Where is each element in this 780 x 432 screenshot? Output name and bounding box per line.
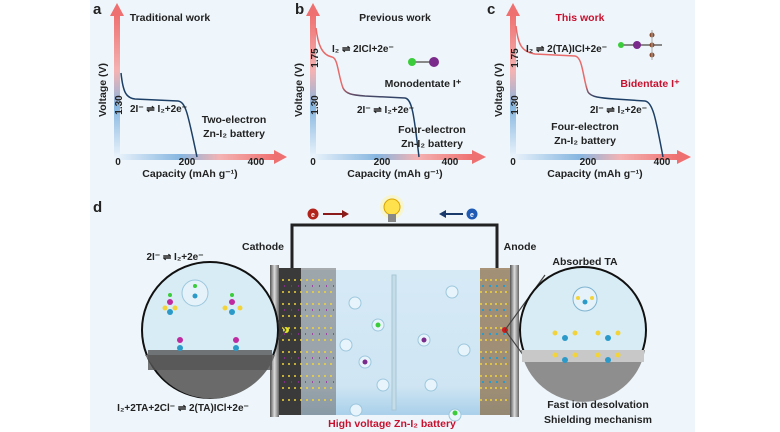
panel-letter: b xyxy=(295,1,304,18)
x-tick: 0 xyxy=(510,157,516,168)
cathode-reaction-bottom: I₂+2TA+2Cl⁻ ⇌ 2(TA)ICl+2e⁻ xyxy=(117,403,249,414)
cathode-magnified-view xyxy=(141,261,279,399)
discharge-curve xyxy=(515,25,664,158)
panel-d: d e e Cathode Anode xyxy=(93,195,652,430)
anode-layers xyxy=(480,268,510,415)
battery-type-line1: Two-electron xyxy=(202,114,267,126)
y-tick: 1.30 xyxy=(310,95,321,115)
panel-b: b Previous work Voltage (V) 1.75 1.30 0 … xyxy=(293,1,486,180)
cathode-label: Cathode xyxy=(242,241,284,253)
bidentate-molecule-icon xyxy=(618,30,662,60)
y-axis-label: Voltage (V) xyxy=(293,63,305,117)
external-circuit-wire xyxy=(290,223,499,268)
panel-d-caption: High voltage Zn-I₂ battery xyxy=(328,418,456,430)
x-tick: 400 xyxy=(654,157,671,168)
x-tick: 400 xyxy=(248,157,265,168)
x-tick: 400 xyxy=(442,157,459,168)
panel-letter: c xyxy=(487,1,495,18)
x-axis-label: Capacity (mAh g⁻¹) xyxy=(347,168,442,180)
discharge-curve xyxy=(120,72,198,158)
anode-current-collector xyxy=(510,265,519,417)
x-axis xyxy=(117,154,275,160)
panel-a: a Traditional work Voltage (V) 1.30 0 20… xyxy=(93,1,287,180)
solvated-ions xyxy=(339,285,471,422)
y-axis-label: Voltage (V) xyxy=(97,63,109,117)
reaction-label: 2I⁻ ⇌ I₂+2e⁻ xyxy=(130,104,187,115)
y-tick: 1.30 xyxy=(510,95,521,115)
species-label: Monodentate I⁺ xyxy=(385,78,462,90)
reaction-high: I₂ ⇌ 2ICl+2e⁻ xyxy=(332,44,394,55)
anode-label: Anode xyxy=(504,241,537,253)
y-tick: 1.75 xyxy=(510,48,521,68)
panel-c: c This work Voltage (V) 1.75 1.30 0 200 … xyxy=(487,1,691,180)
cathode-reaction-top: 2I⁻ ⇌ I₂+2e⁻ xyxy=(146,252,203,263)
x-axis-label: Capacity (mAh g⁻¹) xyxy=(142,168,237,180)
x-tick: 200 xyxy=(179,157,196,168)
battery-type-line1: Four-electron xyxy=(551,121,619,133)
y-axis xyxy=(310,14,316,157)
panel-title: Previous work xyxy=(359,12,431,24)
light-bulb-icon xyxy=(380,195,404,222)
y-axis-arrow xyxy=(110,3,124,16)
x-axis-arrow xyxy=(274,150,287,164)
battery-type-line2: Zn-I₂ battery xyxy=(554,135,616,147)
cathode-layers xyxy=(279,268,336,415)
x-axis-arrow xyxy=(472,150,486,164)
electron-flow-left: e xyxy=(307,208,349,220)
panel-title: This work xyxy=(555,12,604,24)
battery-type-line2: Zn-I₂ battery xyxy=(401,138,463,150)
anode-label-bottom-1: Fast ion desolvation xyxy=(547,399,649,411)
svg-text:e: e xyxy=(311,212,315,219)
panel-title: Traditional work xyxy=(130,12,211,24)
x-axis xyxy=(313,154,473,160)
reaction-high: I₂ ⇌ 2(TA)ICl+2e⁻ xyxy=(526,44,607,55)
x-tick: 200 xyxy=(374,157,391,168)
anode-label-top: Absorbed TA xyxy=(552,256,618,268)
panel-letter: d xyxy=(93,199,102,216)
x-axis xyxy=(513,154,678,160)
y-axis xyxy=(114,14,120,157)
anode-label-bottom-2: Shielding mechanism xyxy=(544,414,652,426)
y-axis xyxy=(510,14,516,157)
reaction-low: 2I⁻ ⇌ I₂+2e⁻ xyxy=(357,105,414,116)
discharge-curve xyxy=(315,27,420,158)
battery-type-line1: Four-electron xyxy=(398,124,466,136)
svg-text:e: e xyxy=(470,212,474,219)
x-tick: 200 xyxy=(580,157,597,168)
x-tick: 0 xyxy=(310,157,316,168)
reaction-low: 2I⁻ ⇌ I₂+2e⁻ xyxy=(590,105,647,116)
y-axis-arrow xyxy=(506,3,520,16)
electron-icon xyxy=(466,208,478,220)
monodentate-molecule-icon xyxy=(408,57,439,67)
x-tick: 0 xyxy=(115,157,121,168)
y-tick: 1.30 xyxy=(114,95,125,115)
anode-magnified-view xyxy=(519,266,647,402)
electron-icon xyxy=(307,208,319,220)
panel-letter: a xyxy=(93,1,102,18)
x-axis-label: Capacity (mAh g⁻¹) xyxy=(547,168,642,180)
y-axis-label: Voltage (V) xyxy=(493,63,505,117)
y-tick: 1.75 xyxy=(310,48,321,68)
electron-flow-right: e xyxy=(439,208,478,220)
battery-type-line2: Zn-I₂ battery xyxy=(203,128,265,140)
ion-species xyxy=(362,322,458,416)
separator xyxy=(391,274,397,411)
species-label: Bidentate I⁺ xyxy=(620,78,680,90)
x-axis-arrow xyxy=(677,150,691,164)
y-axis-arrow xyxy=(306,3,320,16)
